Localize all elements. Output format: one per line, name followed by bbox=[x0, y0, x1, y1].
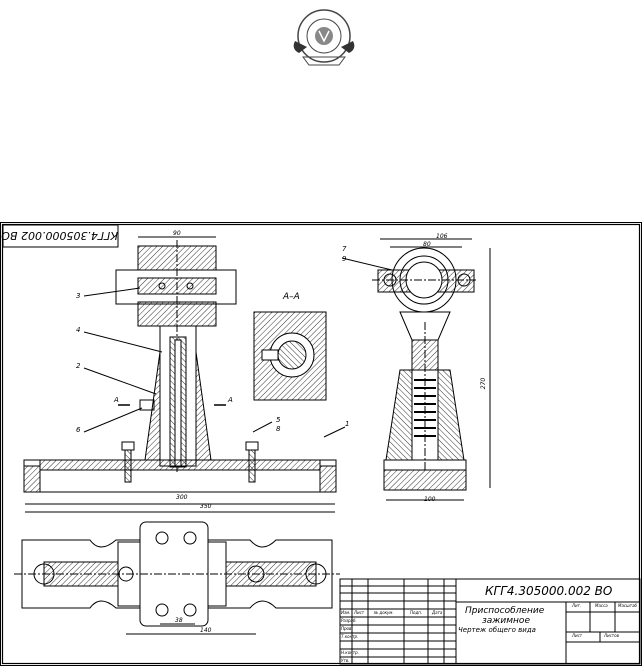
dim-350: 350 bbox=[200, 503, 212, 510]
dim-90: 90 bbox=[173, 230, 181, 237]
pos-9: 9 bbox=[342, 255, 347, 263]
pos-5: 5 bbox=[276, 416, 281, 424]
cut-mark-right: А bbox=[228, 396, 233, 404]
pos-7: 7 bbox=[342, 245, 347, 253]
tb-right-5: Листов bbox=[604, 633, 619, 638]
tb-row-5: Утв. bbox=[341, 658, 350, 663]
dim-38: 38 bbox=[175, 617, 183, 624]
technical-drawing-sheet bbox=[0, 222, 642, 666]
tb-row-2: Пров. bbox=[341, 626, 353, 631]
dim-270: 270 bbox=[480, 377, 488, 390]
tb-col-2: Лист bbox=[354, 610, 365, 615]
pos-8: 8 bbox=[276, 425, 281, 433]
plan-view bbox=[14, 521, 340, 635]
side-view bbox=[341, 238, 491, 501]
pos-6: 6 bbox=[76, 426, 81, 434]
rotated-drawing-code: КГГ4.305000.002 ВО bbox=[1, 229, 118, 242]
title-block bbox=[339, 578, 641, 665]
title-block-name-3: Чертеж общего вида bbox=[458, 626, 536, 634]
title-block-name-1: Приспособление bbox=[465, 606, 545, 616]
tb-row-1: Разраб. bbox=[341, 618, 357, 623]
tb-row-4: Н.контр. bbox=[341, 650, 359, 655]
university-seal-logo bbox=[293, 9, 355, 66]
tb-col-3: № докум. bbox=[374, 610, 394, 615]
tb-right-4: Лист bbox=[572, 633, 583, 638]
tb-right-3: Масштаб bbox=[618, 603, 638, 608]
dim-140: 140 bbox=[200, 627, 212, 634]
dim-100: 100 bbox=[424, 496, 436, 503]
tb-right-1: Лит. bbox=[572, 603, 582, 608]
tb-col-1: Изм. bbox=[341, 610, 351, 615]
section-a-a bbox=[253, 311, 327, 401]
dim-106: 106 bbox=[436, 233, 448, 240]
pos-3: 3 bbox=[76, 292, 81, 300]
pos-1: 1 bbox=[345, 420, 350, 428]
tb-col-4: Подп. bbox=[410, 610, 423, 615]
cut-mark-left: А bbox=[114, 396, 119, 404]
tb-row-3: Т.контр. bbox=[341, 634, 359, 639]
tb-right-2: Масса bbox=[595, 603, 608, 608]
front-view bbox=[23, 236, 346, 513]
dim-300: 300 bbox=[176, 494, 188, 501]
dim-80: 80 bbox=[423, 241, 431, 248]
tb-col-5: Дата bbox=[432, 610, 443, 615]
pos-2: 2 bbox=[76, 362, 81, 370]
section-label: А–А bbox=[283, 292, 300, 302]
title-block-name-2: зажимное bbox=[482, 616, 530, 626]
pos-4: 4 bbox=[76, 326, 81, 334]
title-block-code: КГГ4.305000.002 ВО bbox=[485, 584, 613, 598]
